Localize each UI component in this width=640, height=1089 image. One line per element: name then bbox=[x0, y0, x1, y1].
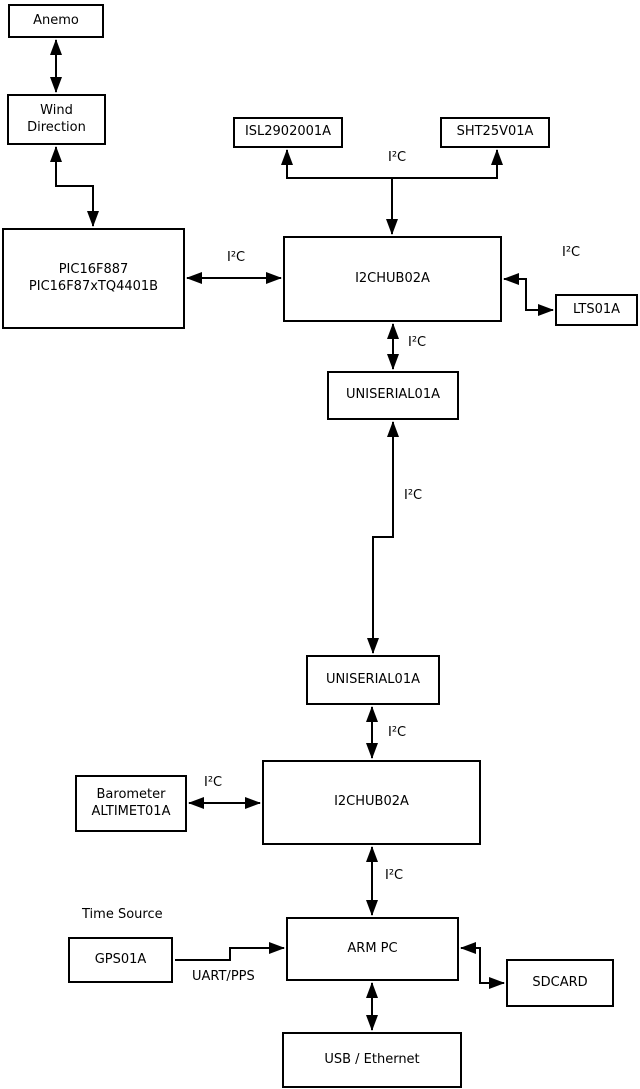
node-gps01a: GPS01A bbox=[68, 937, 173, 983]
node-i2chub02a-top: I2CHUB02A bbox=[283, 236, 502, 322]
node-sdcard: SDCARD bbox=[506, 959, 614, 1007]
node-isl2902001a-label: ISL2902001A bbox=[244, 124, 332, 140]
node-sht25v01a-label: SHT25V01A bbox=[456, 124, 534, 140]
edge-label-uart-pps: UART/PPS bbox=[192, 969, 255, 984]
node-usb-ethernet-label: USB / Ethernet bbox=[324, 1051, 420, 1067]
edge-wind-pic bbox=[50, 146, 99, 227]
node-uniserial01a-bottom-label: UNISERIAL01A bbox=[326, 671, 420, 687]
node-pic16f887-line2: PIC16F87xTQ4401B bbox=[28, 278, 159, 294]
node-uniserial01a-top-label: UNISERIAL01A bbox=[346, 387, 440, 403]
node-sht25v01a: SHT25V01A bbox=[440, 117, 550, 148]
edge-label-i2c-hub2-arm: I²C bbox=[385, 868, 404, 883]
node-pic16f887-line1: PIC16F887 bbox=[58, 261, 129, 277]
node-wind-direction-line2: Direction bbox=[27, 119, 86, 135]
node-barometer-line1: Barometer bbox=[96, 786, 166, 802]
edge-label-i2c-hub1-lts: I²C bbox=[562, 245, 581, 260]
node-i2chub02a-top-label: I2CHUB02A bbox=[355, 270, 430, 286]
node-pic16f887: PIC16F887 PIC16F87xTQ4401B bbox=[2, 228, 185, 329]
node-sdcard-label: SDCARD bbox=[532, 974, 588, 990]
edge-gps-arm bbox=[175, 942, 285, 961]
edge-label-i2c-hub1-uniserial: I²C bbox=[408, 335, 427, 350]
node-uniserial01a-bottom: UNISERIAL01A bbox=[306, 655, 440, 705]
node-wind-direction-line1: Wind bbox=[40, 102, 73, 118]
edge-label-time-source: Time Source bbox=[82, 907, 163, 922]
node-i2chub02a-bottom: I2CHUB02A bbox=[262, 760, 481, 845]
edge-hub1-lts bbox=[503, 273, 554, 316]
node-anemo-label: Anemo bbox=[33, 12, 79, 28]
edge-label-i2c-barometer-hub2: I²C bbox=[204, 775, 223, 790]
node-uniserial01a-top: UNISERIAL01A bbox=[327, 371, 459, 420]
node-gps01a-label: GPS01A bbox=[94, 951, 147, 967]
edge-uniserial-top-bottom bbox=[367, 421, 399, 654]
node-isl2902001a: ISL2902001A bbox=[233, 117, 343, 148]
node-i2chub02a-bottom-label: I2CHUB02A bbox=[334, 794, 409, 810]
node-usb-ethernet: USB / Ethernet bbox=[282, 1032, 462, 1088]
node-lts01a-label: LTS01A bbox=[572, 301, 621, 317]
node-barometer-line2: ALTIMET01A bbox=[91, 803, 171, 819]
edge-label-i2c-pic-hub1: I²C bbox=[227, 250, 246, 265]
node-arm-pc: ARM PC bbox=[286, 917, 459, 981]
node-arm-pc-label: ARM PC bbox=[347, 940, 398, 956]
node-barometer-altimet01a: Barometer ALTIMET01A bbox=[75, 775, 187, 832]
node-wind-direction: Wind Direction bbox=[7, 94, 106, 145]
edge-arm-sdcard bbox=[460, 942, 505, 989]
edge-label-i2c-uniserial-link: I²C bbox=[404, 488, 423, 503]
node-anemo: Anemo bbox=[8, 4, 104, 38]
edge-label-i2c-uniserial-hub2: I²C bbox=[388, 725, 407, 740]
edge-label-i2c-sensor-bus: I²C bbox=[388, 150, 407, 165]
node-lts01a: LTS01A bbox=[555, 294, 638, 326]
